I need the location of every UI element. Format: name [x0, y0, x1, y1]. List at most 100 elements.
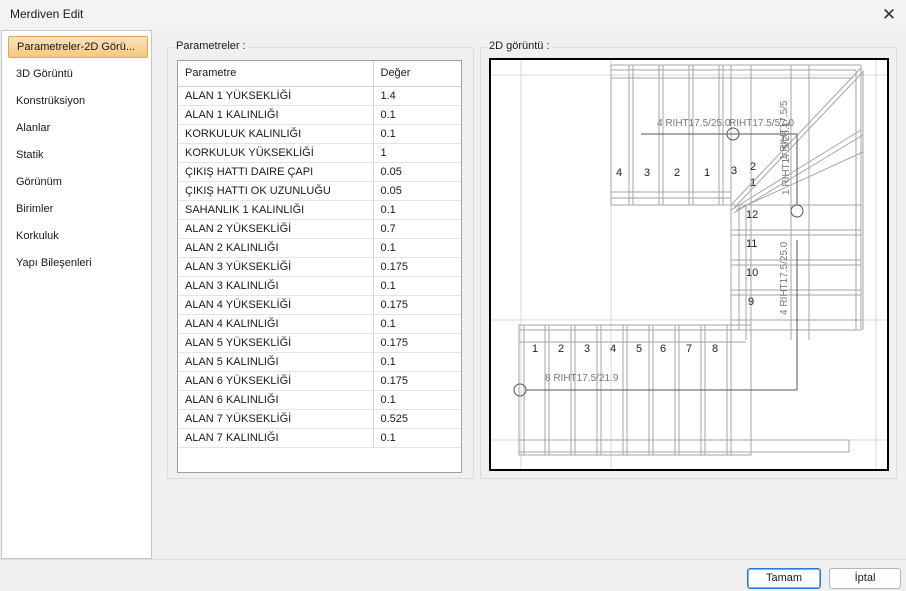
cancel-button[interactable]: İptal	[829, 568, 901, 589]
walk-line	[513, 127, 804, 397]
ok-button[interactable]: Tamam	[747, 568, 821, 589]
step-number: 6	[660, 343, 666, 355]
parameter-value[interactable]: 0.1	[373, 276, 461, 296]
parameter-name: ALAN 2 YÜKSEKLİĞİ	[178, 219, 374, 239]
parameter-name: ÇIKIŞ HATTI OK UZUNLUĞU	[178, 181, 374, 201]
step-number: 11	[746, 238, 757, 250]
parameter-value[interactable]: 0.175	[373, 333, 461, 353]
step-number: 12	[746, 209, 758, 221]
bottom-run-label: 8 RIHT17.5/21.9	[545, 373, 619, 384]
parameter-value[interactable]: 0.1	[373, 200, 461, 220]
parameters-group-label: Parametreler :	[174, 40, 248, 52]
parameter-value[interactable]: 0.175	[373, 295, 461, 315]
sidebar-item-2[interactable]: Konstrüksiyon	[16, 95, 86, 107]
parameter-name: ALAN 6 YÜKSEKLİĞİ	[178, 371, 374, 391]
close-icon[interactable]: ✕	[881, 5, 897, 24]
step-number: 10	[746, 267, 758, 279]
parameter-value[interactable]: 0.1	[373, 428, 461, 448]
top-run-label: 4 RIHT17.5/25.0	[657, 118, 731, 129]
stair-2d-view[interactable]: 4 RIHT17.5/25.0 RIHT17.5/57.0 8 RIHT17.5…	[489, 58, 889, 471]
grid-header: Parametre Değer	[178, 61, 461, 87]
parameter-name: ALAN 1 KALINLIĞI	[178, 105, 374, 125]
parameter-name: KORKULUK KALINLIĞI	[178, 124, 374, 144]
parameter-value[interactable]: 0.175	[373, 371, 461, 391]
run-labels: 4 RIHT17.5/25.0 RIHT17.5/57.0 8 RIHT17.5…	[545, 100, 794, 384]
step-number: 8	[712, 343, 718, 355]
step-number: 1	[532, 343, 538, 355]
sidebar-item-1[interactable]: 3D Görüntü	[16, 68, 73, 80]
parameter-name: ALAN 3 YÜKSEKLİĞİ	[178, 257, 374, 277]
step-number: 1	[750, 177, 756, 189]
column-header-deger[interactable]: Değer	[373, 61, 461, 87]
parameter-name: ALAN 7 KALINLIĞI	[178, 428, 374, 448]
parameter-value[interactable]: 0.7	[373, 219, 461, 239]
top-flight	[610, 64, 864, 340]
step-number: 2	[674, 167, 680, 179]
sidebar-item-4[interactable]: Statik	[16, 149, 44, 161]
sidebar-item-3[interactable]: Alanlar	[16, 122, 51, 134]
sidebar-item-6[interactable]: Birimler	[16, 203, 54, 215]
parameter-name: ALAN 4 KALINLIĞI	[178, 314, 374, 334]
parameters-group	[167, 47, 474, 479]
parameter-name: KORKULUK YÜKSEKLİĞİ	[178, 143, 374, 163]
parameter-value[interactable]: 0.1	[373, 390, 461, 410]
parameter-value[interactable]: 1.4	[373, 86, 461, 106]
parameter-value[interactable]: 0.1	[373, 238, 461, 258]
parameter-value[interactable]: 0.1	[373, 352, 461, 372]
parameter-value[interactable]: 0.1	[373, 105, 461, 125]
parameter-value[interactable]: 0.175	[373, 257, 461, 277]
step-number: 4	[610, 343, 616, 355]
window-title: Merdiven Edit	[10, 7, 84, 21]
parameter-value[interactable]: 1	[373, 143, 461, 163]
parameter-name: ALAN 3 KALINLIĞI	[178, 276, 374, 296]
step-number: 2	[558, 343, 564, 355]
step-number: 4	[616, 167, 622, 179]
step-number: 3	[731, 165, 737, 177]
right-run-label: 4 RIHT17.5/25.0	[779, 241, 790, 315]
parameter-name: ALAN 6 KALINLIĞI	[178, 390, 374, 410]
step-number: 1	[704, 167, 710, 179]
sidebar-item-7[interactable]: Korkuluk	[16, 230, 59, 242]
parameter-value[interactable]: 0.05	[373, 181, 461, 201]
parameter-name: ALAN 5 KALINLIĞI	[178, 352, 374, 372]
parameter-name: ÇIKIŞ HATTI DAIRE ÇAPI	[178, 162, 374, 182]
step-number: 7	[686, 343, 692, 355]
parameter-name: ALAN 7 YÜKSEKLİĞİ	[178, 409, 374, 429]
title-bar: Merdiven Edit ✕	[0, 0, 906, 30]
sidebar-item-8[interactable]: Yapı Bileşenleri	[16, 257, 92, 269]
parameter-value[interactable]: 0.1	[373, 314, 461, 334]
parameter-name: SAHANLIK 1 KALINLIĞI	[178, 200, 374, 220]
step-number: 2	[750, 161, 756, 173]
diag-run-label-1: 1 RIHT17.5/25.1	[781, 121, 792, 195]
parameter-value[interactable]: 0.05	[373, 162, 461, 182]
parameter-value[interactable]: 0.525	[373, 409, 461, 429]
sidebar-item-0[interactable]: Parametreler-2D Görü...	[8, 36, 148, 58]
column-header-parametre[interactable]: Parametre	[178, 61, 374, 87]
parameter-value[interactable]: 0.1	[373, 124, 461, 144]
step-number: 3	[644, 167, 650, 179]
diag-run-label-2: 1 RIHT17.5/5	[779, 100, 790, 160]
step-number: 5	[636, 343, 642, 355]
step-number: 9	[748, 296, 754, 308]
sidebar-item-5[interactable]: Görünüm	[16, 176, 62, 188]
